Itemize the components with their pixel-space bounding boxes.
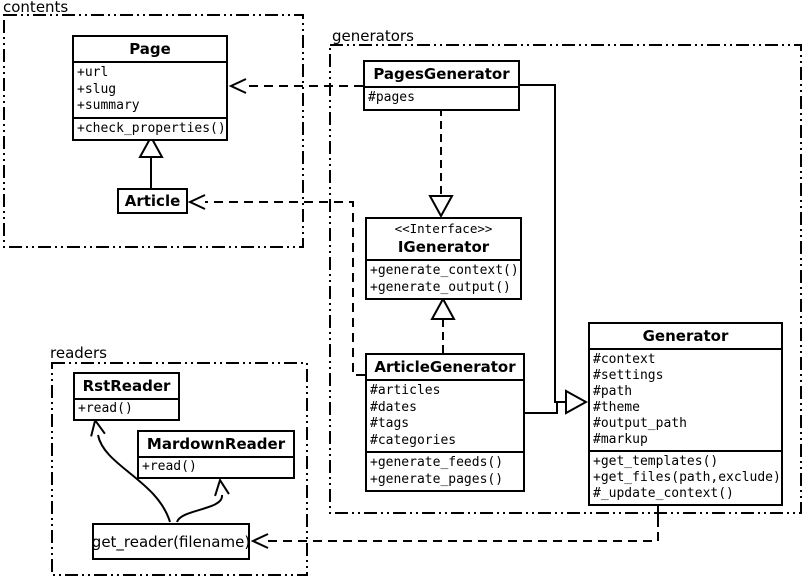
class-method: +generate_output() [370,279,511,295]
class-igenerator-methods: +generate_context() +generate_output() [367,261,520,298]
class-attribute: #output_path [593,416,687,431]
class-articlegenerator: ArticleGenerator #articles #dates #tags … [365,353,525,492]
class-attribute: #markup [593,432,648,447]
class-igenerator-stereotype: <<Interface>> [394,221,493,236]
dependency-articlegenerator-article [187,194,365,376]
generalization-pagesgenerator-generator [520,84,566,402]
class-attribute: #theme [593,400,640,415]
class-pagesgenerator-title: PagesGenerator [365,62,518,88]
class-mardownreader-methods: +read() [139,458,293,477]
association-getreader-rstreader [90,417,171,523]
dependency-generator-getreader [250,532,659,549]
class-articlegenerator-title: ArticleGenerator [367,355,523,381]
class-attribute: #dates [370,399,417,415]
class-generator: Generator #context #settings #path #them… [588,322,783,506]
class-article-title: Article [124,192,181,210]
class-page-methods: +check_properties() [74,116,226,140]
class-rstreader-methods: +read() [75,400,178,419]
class-attribute: +slug [77,81,117,97]
class-page-attributes: +url +slug +summary [74,63,226,117]
class-generator-methods: +get_templates() +get_files(path,exclude… [590,450,781,504]
package-label-contents: contents [3,0,69,16]
class-rstreader: RstReader +read() [73,372,180,421]
class-attribute: #tags [370,416,410,431]
class-igenerator-title: <<Interface>> IGenerator [367,219,520,261]
class-method: +read() [142,459,197,474]
class-attribute: #categories [370,432,457,448]
class-pagesgenerator: PagesGenerator #pages [363,60,520,111]
package-label-generators: generators [332,27,414,45]
class-attribute: #pages [368,90,415,105]
class-method: +generate_feeds() [370,455,504,470]
class-pagesgenerator-attributes: #pages [365,88,518,109]
association-getreader-mardownreader [176,477,230,523]
class-article: Article [117,188,188,214]
package-generators-border [329,44,802,514]
class-mardownreader: MardownReader +read() [137,430,295,479]
package-readers-border [51,362,308,576]
class-method: +generate_context() [370,263,519,278]
generalization-articlegenerator-generator-branch [525,402,558,414]
class-generator-title: Generator [590,324,781,350]
class-igenerator: <<Interface>> IGenerator +generate_conte… [365,217,522,300]
function-get-reader: get_reader(filename) [92,523,250,560]
class-generator-attributes: #context #settings #path #theme #output_… [590,350,781,450]
class-attribute: +summary [77,98,140,113]
class-rstreader-title: RstReader [75,374,178,400]
class-attribute: #context [593,352,656,367]
package-label-readers: readers [50,344,107,362]
package-contents-border [3,14,304,248]
function-get-reader-label: get_reader(filename) [91,532,251,551]
class-igenerator-name: IGenerator [397,238,490,256]
class-attribute: #path [593,384,633,399]
class-articlegenerator-attributes: #articles #dates #tags #categories [367,381,523,451]
class-attribute: #articles [370,383,441,398]
class-attribute: +url [77,65,109,80]
class-method: +get_files(path,exclude) [593,470,781,485]
class-mardownreader-title: MardownReader [139,432,293,458]
class-method: #_update_context() [593,486,734,501]
class-method: +generate_pages() [370,471,504,487]
class-method: +get_templates() [593,454,719,469]
class-articlegenerator-methods: +generate_feeds() +generate_pages() [367,451,523,490]
class-page-title: Page [74,37,226,63]
class-attribute: #settings [593,368,664,383]
class-page: Page +url +slug +summary +check_properti… [72,35,228,141]
class-method: +read() [78,401,133,416]
class-method: +check_properties() [77,120,226,136]
